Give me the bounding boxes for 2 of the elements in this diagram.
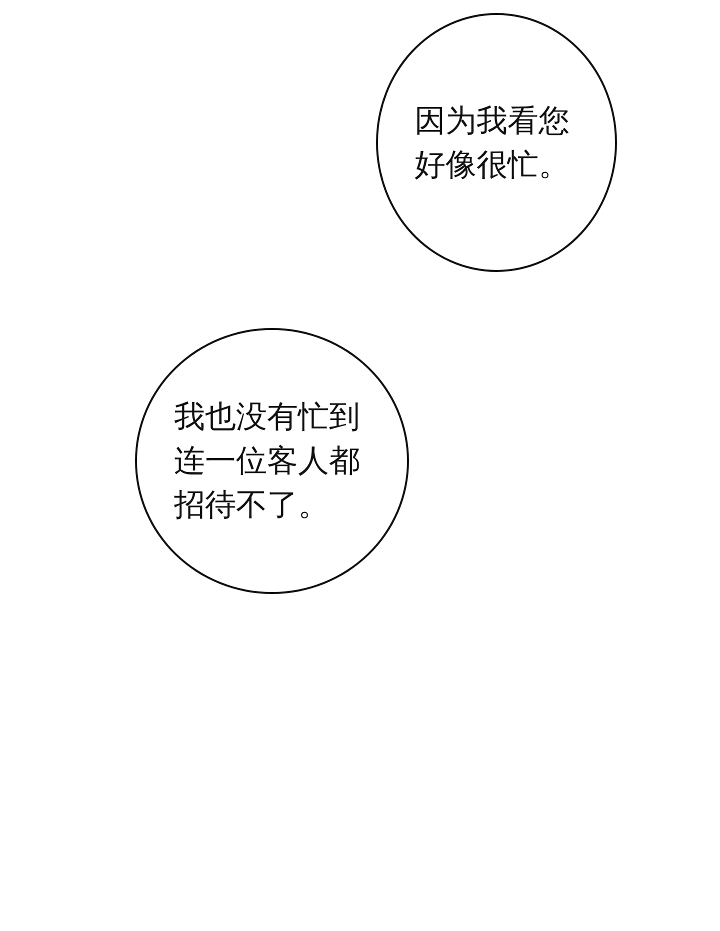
speech-text: 我也没有忙到连一位客人都招待不了。 [174, 398, 361, 525]
speech-text: 因为我看您好像很忙。 [414, 102, 570, 184]
